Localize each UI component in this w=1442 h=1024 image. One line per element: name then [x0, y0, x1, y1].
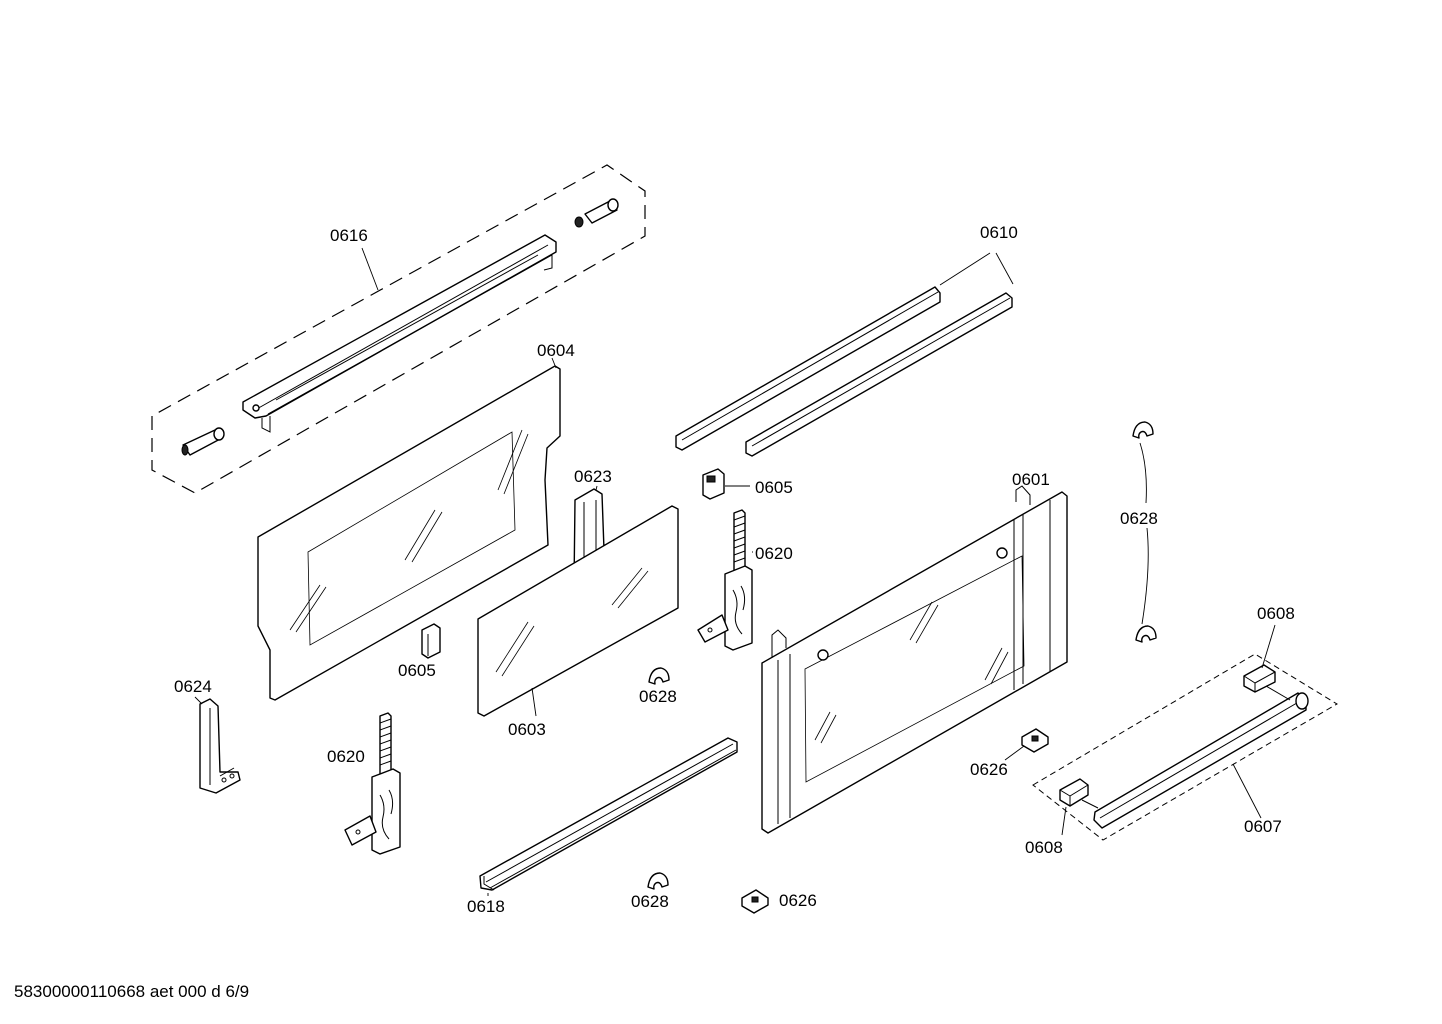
- label-0616: 0616: [330, 226, 368, 245]
- label-0607: 0607: [1244, 817, 1282, 836]
- label-0618: 0618: [467, 897, 505, 916]
- part-0610-seal-strips: [675, 252, 1014, 457]
- part-0626-bottom-clip: [741, 889, 769, 914]
- part-0616-handle-assembly: [151, 164, 646, 494]
- label-0623: 0623: [574, 467, 612, 486]
- part-0628-bottom-plug: [647, 872, 669, 890]
- part-0626-right-clip: [1004, 728, 1049, 761]
- part-0620-right-hinge: [697, 509, 753, 651]
- part-0601-door-frame: [761, 485, 1068, 834]
- part-0628-right-plugs: [1132, 421, 1157, 643]
- label-0628-bottom: 0628: [631, 892, 669, 911]
- part-0628-mid-plug: [648, 667, 670, 685]
- drawing-reference-footer: 58300000110668 aet 000 d 6/9: [14, 982, 250, 1001]
- label-0610: 0610: [980, 223, 1018, 242]
- part-0603-inner-glass: [477, 505, 679, 717]
- part-0607-handle-bar: [1032, 624, 1338, 841]
- label-0605-upper: 0605: [755, 478, 793, 497]
- part-0618-bottom-trim: [479, 737, 738, 896]
- label-0608-bottom: 0608: [1025, 838, 1063, 857]
- part-0605-lower-clip: [421, 623, 441, 659]
- label-0620-left: 0620: [327, 747, 365, 766]
- label-0604: 0604: [537, 341, 575, 360]
- part-0605-upper-clip: [702, 468, 750, 500]
- label-0605-lower: 0605: [398, 661, 436, 680]
- label-0620-right: 0620: [755, 544, 793, 563]
- label-0626-bottom: 0626: [779, 891, 817, 910]
- part-0620-left-hinge: [344, 712, 401, 855]
- part-0624-bracket: [194, 696, 241, 794]
- label-0628-right: 0628: [1120, 509, 1158, 528]
- part-0604-outer-glass: [257, 357, 561, 701]
- label-0601: 0601: [1012, 470, 1050, 489]
- label-0624: 0624: [174, 677, 212, 696]
- label-0628-mid: 0628: [639, 687, 677, 706]
- label-0608-top: 0608: [1257, 604, 1295, 623]
- label-0626-right: 0626: [970, 760, 1008, 779]
- label-0603: 0603: [508, 720, 546, 739]
